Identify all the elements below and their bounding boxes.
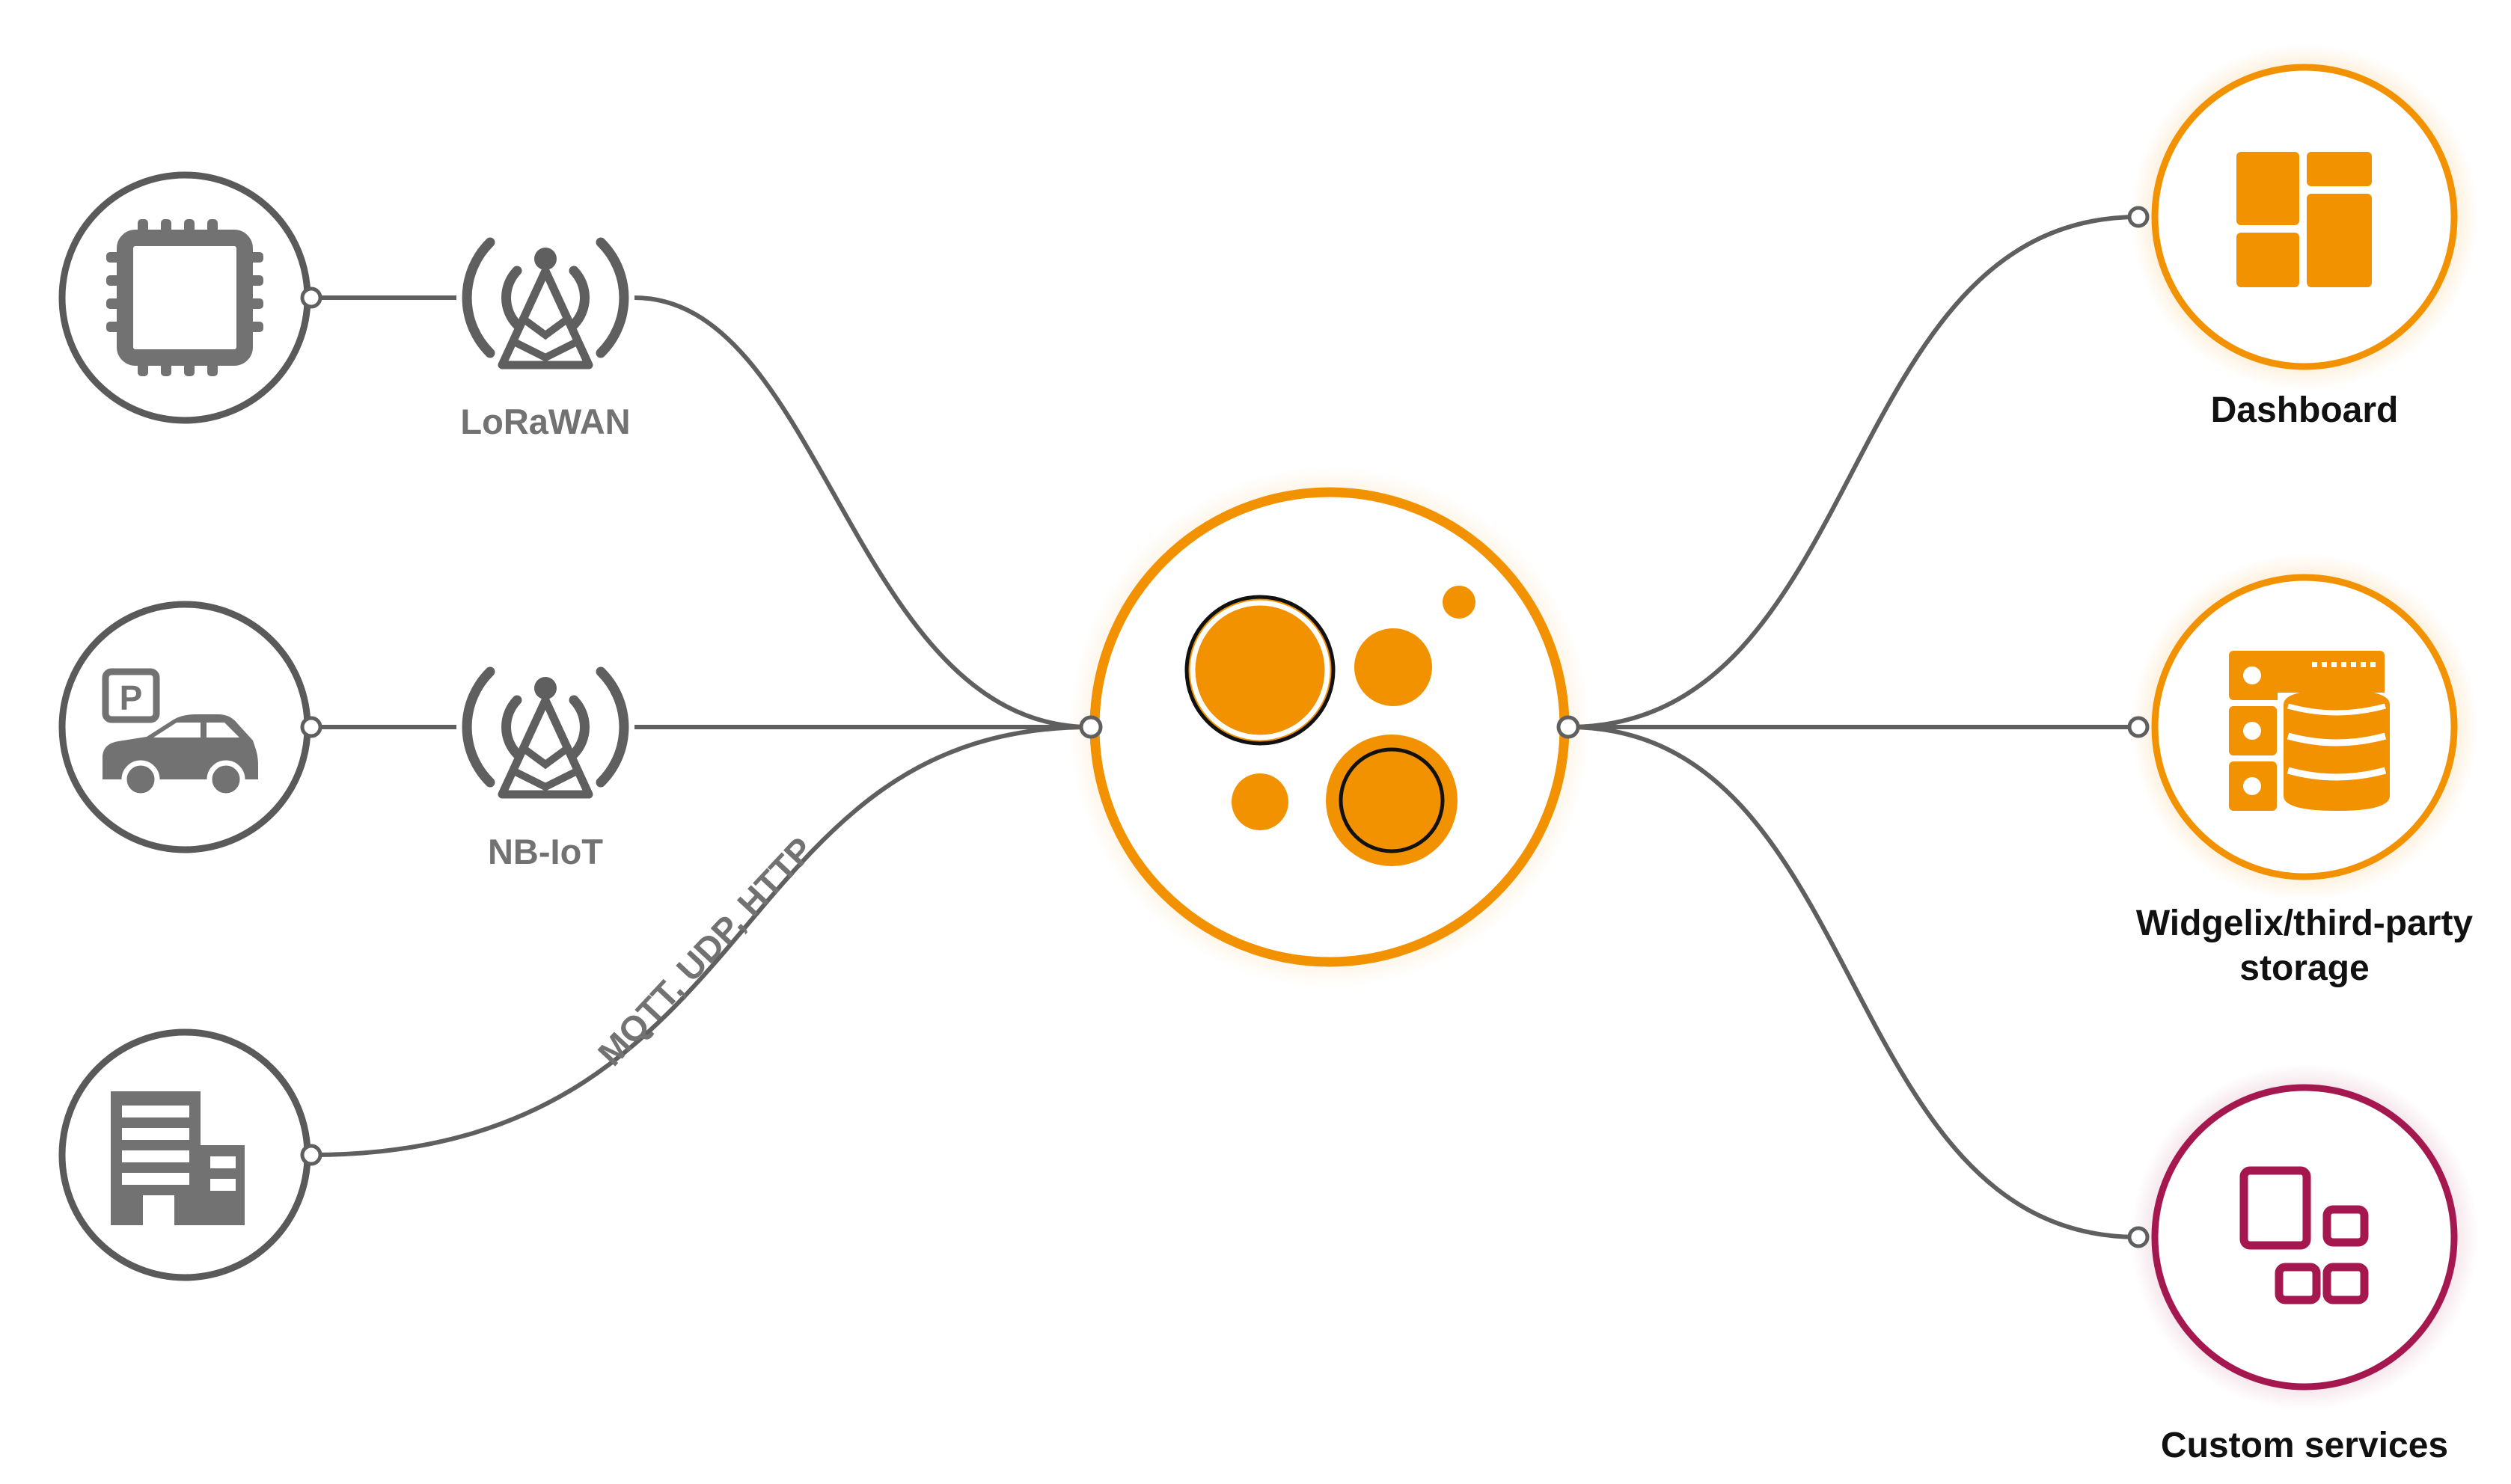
storage-label-line2: storage [2239, 948, 2369, 988]
port-custom [2127, 1226, 2150, 1248]
port-storage [2127, 716, 2150, 738]
link-hub-dashboard [1568, 215, 2139, 729]
storage-node [2131, 554, 2478, 901]
port-device1 [300, 286, 322, 309]
lorawan-label: LoRaWAN [460, 402, 630, 441]
dashboard-grid-icon [2236, 152, 2372, 287]
port-dashboard [2127, 206, 2150, 228]
building-icon [111, 1091, 245, 1225]
apps-grid-icon [2239, 1166, 2369, 1304]
custom-services-label: Custom services [2161, 1426, 2448, 1465]
device-node-3 [58, 1028, 311, 1281]
link-hub-custom [1568, 725, 2139, 1239]
dashboard-node [2131, 43, 2478, 390]
parking-car-icon: P [102, 668, 258, 799]
link-device3-hub [311, 725, 1092, 1157]
platform-hub [1069, 467, 1590, 987]
protocols-label: MQTT, UDP, HTTP [590, 830, 822, 1073]
chip-icon [106, 219, 263, 376]
platform-logo-icon [1184, 586, 1475, 866]
link-lorawan-hub [634, 295, 1092, 729]
nbiot-label: NB-IoT [488, 832, 603, 871]
port-device2 [300, 716, 322, 738]
antenna-tower-icon [462, 666, 629, 799]
port-hub-in [1079, 715, 1103, 739]
port-device3 [300, 1144, 322, 1166]
svg-text:P: P [120, 678, 143, 717]
port-hub-out [1556, 715, 1580, 739]
custom-services-node [2131, 1064, 2478, 1411]
connection-ports [300, 206, 2150, 1248]
antenna-tower-icon [462, 237, 629, 370]
device-node-2: P [58, 601, 311, 853]
device-node-1 [58, 171, 311, 424]
server-database-icon [2229, 651, 2396, 811]
storage-label-line1: Widgelix/third-party [2136, 904, 2474, 943]
connector-lines [311, 215, 2139, 1239]
dashboard-label: Dashboard [2211, 390, 2399, 430]
